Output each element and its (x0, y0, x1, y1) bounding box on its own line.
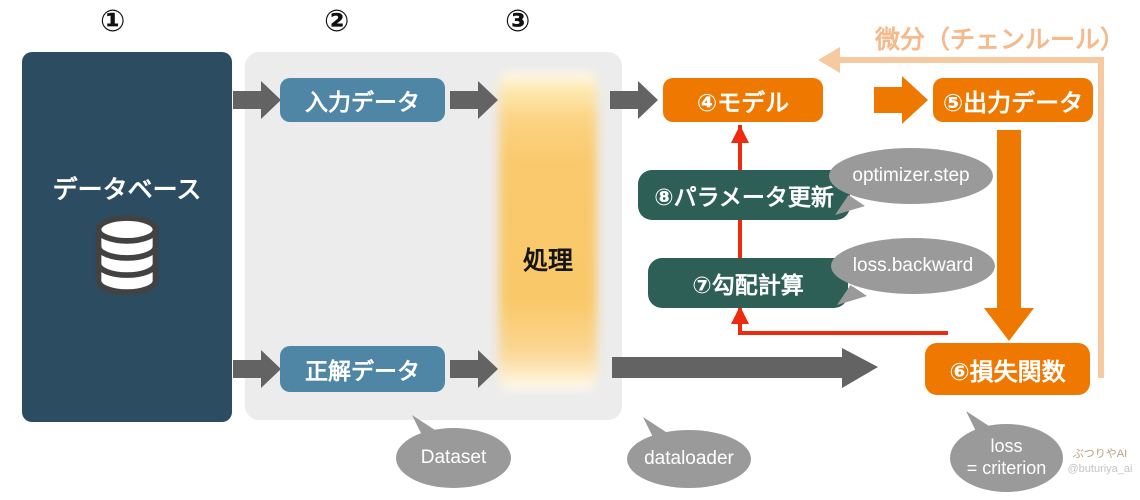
arrow-input-to-process (450, 81, 498, 119)
arrow-output-to-loss (984, 130, 1034, 341)
chain-rule-line-horizontal (832, 57, 1104, 63)
arrow-target-to-process (450, 350, 498, 388)
watermark-handle: @buturiya_ai (1067, 463, 1133, 476)
dataset-bubble: Dataset (396, 415, 511, 488)
backprop-line-vertical (738, 125, 742, 335)
input-data-box: 入力データ (280, 78, 445, 122)
arrow-db-to-target (233, 350, 281, 388)
loss-backward-label: loss.backward (852, 254, 974, 276)
backprop-arrowhead-grad (731, 306, 749, 324)
param-update-label: ⑧パラメータ更新 (654, 184, 834, 210)
loss-function-box: ⑥損失関数 (925, 343, 1090, 395)
dataset-label: Dataset (420, 446, 487, 468)
arrow-target-to-loss (612, 348, 878, 388)
chain-rule-arrowhead (818, 47, 840, 73)
chain-rule-line-vertical (1098, 57, 1104, 378)
target-data-label: 正解データ (305, 358, 420, 384)
dataloader-bubble: dataloader (627, 417, 751, 488)
criterion-label-line1: loss (990, 436, 1023, 457)
loss-function-label: ⑥損失関数 (949, 358, 1066, 386)
model-box: ④モデル (663, 78, 823, 122)
backprop-arrowhead-model (731, 125, 749, 143)
gradient-calc-label: ⑦勾配計算 (692, 272, 804, 298)
gradient-calc-box: ⑦勾配計算 (648, 258, 848, 308)
arrow-model-to-output (874, 76, 928, 124)
process-highlight (499, 72, 597, 390)
watermark: ぶつりやAI @buturiya_ai (1064, 447, 1136, 478)
backprop-line-horizontal (738, 331, 948, 335)
database-icon (95, 215, 159, 295)
arrow-process-to-model (610, 81, 658, 119)
arrow-db-to-input (233, 81, 281, 119)
loss-backward-bubble: loss.backward (831, 238, 995, 305)
param-update-box: ⑧パラメータ更新 (638, 170, 850, 220)
database-label: データベース (52, 176, 202, 204)
optimizer-step-bubble: optimizer.step (829, 148, 993, 215)
output-data-label: ⑤出力データ (942, 89, 1084, 117)
output-data-box: ⑤出力データ (933, 78, 1093, 122)
step-3-label: ③ (505, 5, 531, 38)
input-data-label: 入力データ (305, 89, 420, 115)
database-box: データベース (22, 52, 232, 422)
watermark-name: ぶつりやAI (1072, 448, 1128, 460)
criterion-label-line2: = criterion (966, 458, 1047, 478)
target-data-box: 正解データ (280, 346, 445, 392)
dataloader-label: dataloader (644, 447, 734, 469)
chain-rule-label: 微分（チェンルール） (874, 26, 1125, 54)
criterion-bubble: loss = criterion (950, 411, 1063, 492)
step-2-label: ② (324, 5, 350, 38)
step-1-label: ① (100, 5, 126, 38)
optimizer-step-label: optimizer.step (852, 164, 970, 186)
process-label: 処理 (522, 247, 573, 275)
model-label: ④モデル (696, 89, 790, 117)
